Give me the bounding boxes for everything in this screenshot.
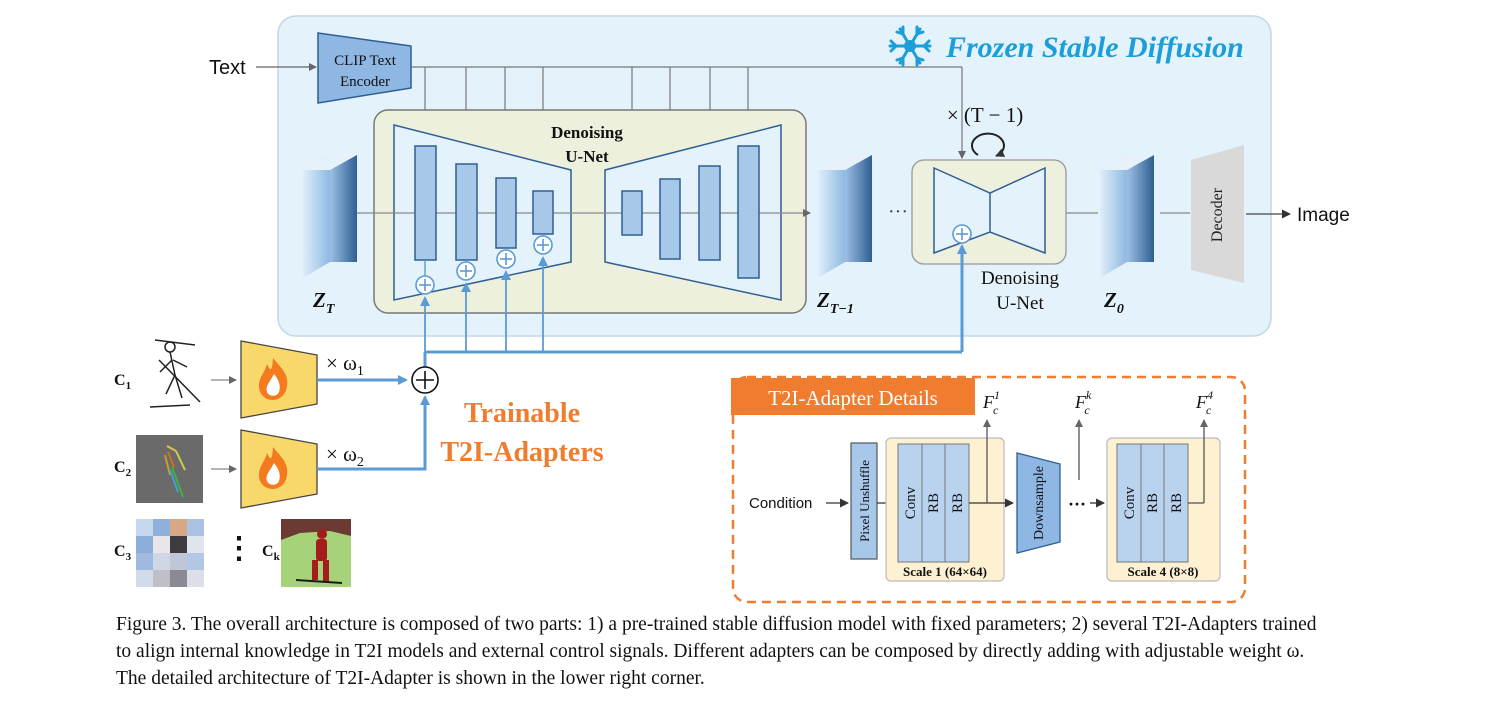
rb-label: RB (926, 493, 942, 513)
decoder-block (698, 165, 721, 261)
rb-label: RB (1169, 493, 1185, 513)
pixel-unshuffle-block (850, 442, 878, 560)
clip-label-line2: Encoder (340, 74, 390, 90)
condition-label-c1: C1 (114, 372, 131, 392)
add-icon (496, 249, 516, 269)
add-to-block-connectors (424, 234, 544, 276)
encoder-block (532, 190, 554, 235)
condition-label-ck: Ck (262, 543, 281, 563)
figure-caption: Figure 3. The overall architecture is co… (116, 614, 1317, 689)
sum-icon (411, 366, 439, 394)
unet-decoder-blocks (621, 145, 760, 279)
rb-label: RB (950, 493, 966, 513)
pixel-unshuffle-label: Pixel Unshuffle (857, 460, 872, 542)
weight-1-label: × ω1 (326, 351, 364, 379)
rb-block (944, 443, 970, 563)
rb-label: RB (1145, 493, 1161, 513)
small-unet-add-icon (952, 224, 972, 244)
latent-cube-zt (303, 155, 357, 278)
weight-2-label: × ω2 (326, 442, 364, 470)
condition-input-label: Condition (749, 495, 812, 512)
trainable-title-line2: T2I-Adapters (440, 437, 603, 468)
decoder-block (1191, 145, 1244, 283)
conv-label: Conv (1122, 486, 1138, 519)
condition-image-sketch (140, 333, 206, 413)
encoder-block (455, 163, 478, 261)
zt-label: ZT (312, 288, 336, 317)
zt-1-label: ZT−1 (816, 288, 854, 317)
decoder-label: Decoder (1209, 187, 1226, 242)
small-unet-label-line2: U-Net (996, 293, 1044, 314)
decoder-block (621, 190, 643, 236)
encoder-block (495, 177, 517, 249)
details-title-box (731, 378, 975, 415)
z0-label: Z0 (1103, 288, 1124, 317)
conv-block (1116, 443, 1142, 563)
small-unet-label-line1: Denoising (981, 268, 1060, 289)
details-panel (731, 375, 1247, 604)
add-icon (415, 275, 435, 295)
details-ellipsis: ··· (1068, 494, 1086, 514)
condition-image-color (136, 519, 204, 587)
loop-icon (971, 132, 1006, 157)
latent-cube-z0 (1100, 155, 1154, 278)
adapter-feature-lines (423, 244, 967, 367)
clip-label-line1: CLIP Text (334, 53, 397, 69)
scale-1-label: Scale 1 (64×64) (903, 564, 987, 579)
unet-encoder-blocks (414, 145, 554, 261)
snowflake-icon (888, 25, 932, 67)
details-title: T2I-Adapter Details (768, 386, 938, 410)
image-output-label: Image (1297, 205, 1350, 226)
fire-icon (258, 447, 288, 489)
flow-ellipsis: ··· (888, 201, 908, 223)
downsample-label: Downsample (1032, 466, 1047, 540)
add-icon (456, 261, 476, 281)
text-input-label: Text (209, 57, 246, 79)
trainable-title-line1: Trainable (464, 398, 580, 429)
condition-image-pose (136, 435, 203, 503)
condition-image-segmentation (281, 519, 351, 587)
encoder-block (414, 145, 437, 261)
latent-cube-zt-1 (818, 155, 872, 278)
condition-label-c2: C2 (114, 459, 132, 479)
condition-label-c3: C3 (114, 543, 132, 563)
adapter-feature-branches (420, 256, 548, 352)
conv-label: Conv (903, 486, 919, 519)
conv-block (897, 443, 923, 563)
scale-4-label: Scale 4 (8×8) (1128, 564, 1199, 579)
decoder-block (737, 145, 760, 279)
add-icon (533, 235, 553, 255)
unet-label-line2: U-Net (565, 147, 609, 166)
frozen-sd-title: Frozen Stable Diffusion (945, 31, 1244, 64)
clip-text-encoder (317, 32, 412, 104)
downsample-block (1016, 452, 1061, 554)
vertical-ellipsis: ⋮ (224, 532, 254, 565)
fire-icon (258, 358, 288, 400)
decoder-block (659, 178, 681, 260)
unet-label-line1: Denoising (551, 123, 623, 142)
repeat-label: × (T − 1) (947, 103, 1023, 127)
